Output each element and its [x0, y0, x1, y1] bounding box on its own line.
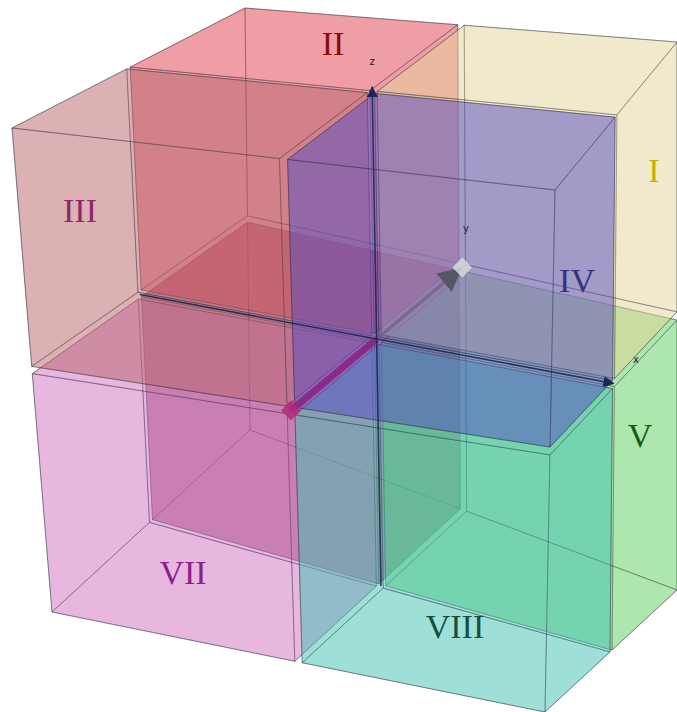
axis-label: y — [463, 224, 469, 234]
coordinate-axis — [372, 87, 381, 586]
octant-number: III — [63, 194, 97, 228]
octant-number: VII — [159, 556, 206, 590]
octant-number: I — [648, 154, 659, 188]
octant-box — [288, 93, 616, 447]
octant-face — [288, 93, 616, 190]
octant-number: V — [628, 419, 653, 453]
octant-number: II — [322, 27, 345, 61]
octant-number: VIII — [426, 610, 485, 644]
axis-label: z — [369, 57, 374, 67]
axis-end-mark — [452, 258, 472, 278]
axis-end-mark — [281, 401, 301, 421]
octant-number: IV — [559, 264, 595, 298]
coordinate-axis — [377, 269, 461, 339]
coordinate-axis — [291, 339, 377, 411]
axis-label: x — [633, 355, 639, 365]
